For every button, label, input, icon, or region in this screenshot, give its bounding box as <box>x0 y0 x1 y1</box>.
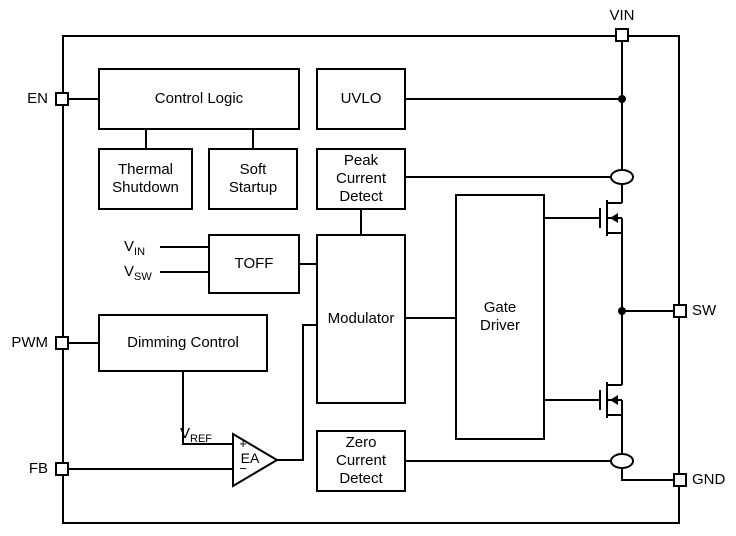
wire-ls-source-to-gnd-pin <box>621 415 673 481</box>
ea-minus-sign: − <box>239 461 247 476</box>
pin-label-vin: VIN <box>609 7 635 24</box>
block-control-logic: Control Logic <box>98 68 300 130</box>
junction-sw-node <box>618 307 626 315</box>
pin-pwm <box>55 336 69 350</box>
signal-vref-base: V <box>180 425 191 442</box>
pin-gnd <box>673 473 687 487</box>
block-soft-startup: Soft Startup <box>208 148 298 210</box>
hs-body-arrow-icon <box>610 213 618 223</box>
signal-vsw-sub: SW <box>134 271 152 283</box>
pin-fb <box>55 462 69 476</box>
pin-vin <box>615 28 629 42</box>
zero-current-sense-icon <box>610 453 634 469</box>
block-modulator: Modulator <box>316 234 406 404</box>
chip-boundary <box>62 35 680 524</box>
signal-vsw-base: V <box>124 263 135 280</box>
block-thermal-shutdown: Thermal Shutdown <box>98 148 193 210</box>
pin-en <box>55 92 69 106</box>
junction-uvlo-vin <box>618 95 626 103</box>
block-toff: TOFF <box>208 234 300 294</box>
error-amplifier-icon <box>232 432 279 488</box>
pin-sw <box>673 304 687 318</box>
signal-label-vsw: VSW <box>124 263 152 286</box>
signal-vin-sub: IN <box>134 246 146 258</box>
block-uvlo: UVLO <box>316 68 406 130</box>
wire-dimming-to-vref-ea-plus <box>182 372 233 445</box>
pin-label-sw: SW <box>692 302 717 319</box>
ea-label: EA <box>240 450 260 466</box>
signal-vref-sub: REF <box>190 433 213 445</box>
block-dimming-control: Dimming Control <box>98 314 268 372</box>
pin-label-fb: FB <box>28 460 48 477</box>
pin-label-en: EN <box>27 90 48 107</box>
ls-body-arrow-icon <box>610 395 618 405</box>
low-side-mosfet-icon <box>599 382 623 418</box>
peak-current-sense-icon <box>610 169 634 185</box>
signal-vin-base: V <box>124 238 135 255</box>
high-side-mosfet-icon <box>599 200 623 236</box>
block-peak-current-detect: Peak Current Detect <box>316 148 406 210</box>
wire-ea-to-modulator <box>277 324 316 461</box>
ea-plus-sign: + <box>239 436 247 451</box>
pin-label-pwm: PWM <box>11 334 48 351</box>
signal-label-vin: VIN <box>124 238 145 261</box>
block-zero-current-detect: Zero Current Detect <box>316 430 406 492</box>
pin-label-gnd: GND <box>692 471 726 488</box>
signal-label-vref: VREF <box>180 425 212 448</box>
block-gate-driver: Gate Driver <box>455 194 545 440</box>
